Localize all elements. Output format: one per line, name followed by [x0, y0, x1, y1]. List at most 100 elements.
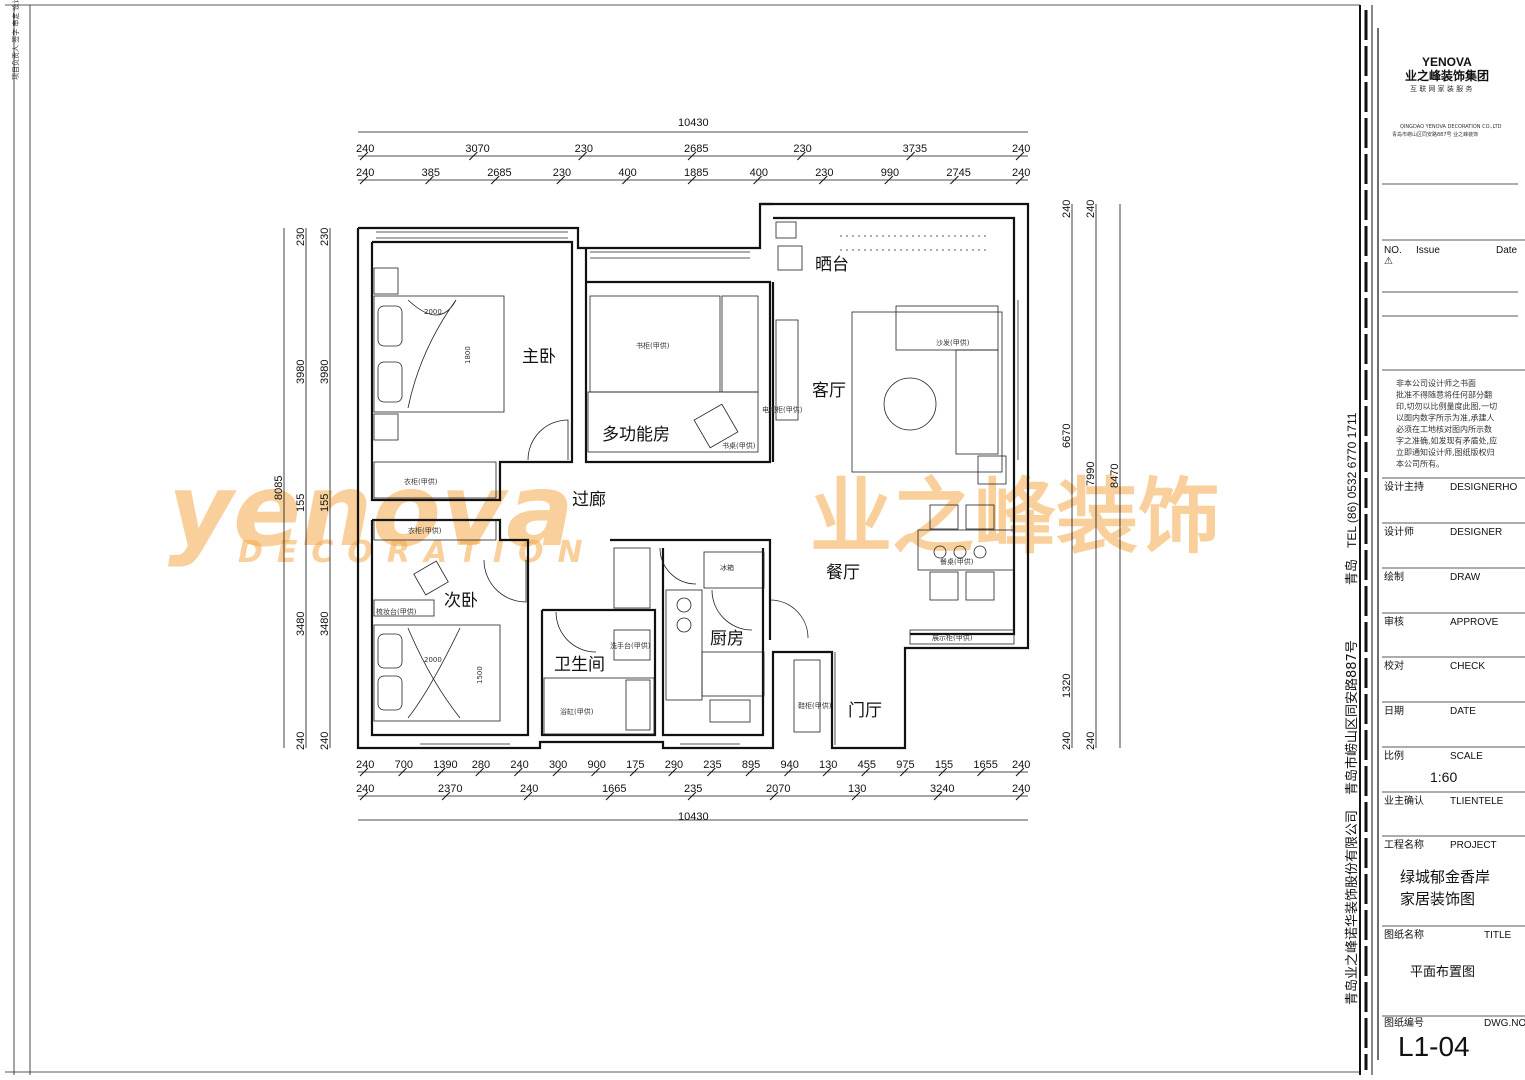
label-display-cabinet: 展示柜(甲供) [932, 633, 973, 642]
dim-label: 280 [472, 759, 490, 771]
dim-label: 155 [319, 494, 331, 512]
dim-label: 990 [881, 167, 899, 179]
label-dresser: 梳妆台(甲供) [376, 607, 417, 616]
dim-tick [578, 151, 588, 161]
dim-label: 1665 [602, 783, 626, 795]
dim-label: 155 [295, 494, 307, 512]
room-living: 客厅 [812, 381, 846, 401]
dim-label: 240 [319, 732, 331, 750]
dim-label: 385 [422, 167, 440, 179]
dim-tick [906, 151, 916, 161]
notice-line: 非本公司设计师之书面 [1396, 378, 1476, 388]
label-tv-cabinet: 电视柜(甲供) [762, 405, 803, 414]
windows [376, 231, 1019, 745]
room-foyer: 门厅 [848, 701, 882, 721]
dim-label: 130 [819, 759, 837, 771]
room-labels: 主卧 多功能房 晒台 客厅 过廊 次卧 餐厅 厨房 卫生间 门厅 [444, 255, 882, 721]
logo-cn: 业之峰装饰集团 [1405, 68, 1489, 83]
furniture-labels: 沙发(甲供) 餐桌(甲供) 衣柜(甲供) 衣柜(甲供) 书柜(甲供) 书桌(甲供… [376, 308, 974, 716]
dim-tick [556, 175, 566, 185]
title-row-label-en: APPROVE [1450, 617, 1499, 628]
dim-tick [475, 767, 485, 777]
dim-tick [591, 767, 600, 777]
dim-tick [899, 767, 909, 777]
title-row-label: 绘制 [1384, 570, 1404, 583]
title-row-label-en: DESIGNERHO [1450, 482, 1517, 493]
title-row-label: 审核 [1384, 615, 1404, 628]
furniture [373, 221, 1015, 735]
dim-tick [687, 175, 697, 185]
dim-tick [490, 175, 500, 185]
dim-tick [938, 767, 948, 777]
dim-tick [425, 175, 434, 185]
notice-line: 以图内数字所示为准,承建人 [1396, 413, 1495, 423]
title-row-label-en: PROJECT [1450, 840, 1497, 851]
dim-tick [977, 767, 986, 777]
dim-label: 230 [319, 228, 331, 246]
title-row-label-en: DRAW [1450, 572, 1481, 583]
drawing-frame: 项目负责人 签字 审定 设计 校对 [5, 0, 1373, 1075]
dim-tick [629, 767, 639, 777]
dim-tick [1015, 791, 1025, 801]
label-second-bed-height: 1500 [476, 666, 484, 684]
label-date: Date [1496, 245, 1518, 256]
dim-label: 230 [295, 228, 307, 246]
title-row-label: 工程名称 [1384, 838, 1424, 851]
notice-line: 字之准确,如发现有矛盾处,应 [1396, 436, 1497, 446]
dim-tick [441, 791, 451, 801]
label-shelf: 书柜(甲供) [636, 341, 670, 350]
title-label-cn: 图纸名称 [1384, 928, 1424, 941]
label-wardrobe-second: 衣柜(甲供) [408, 526, 442, 535]
dim-tick [1015, 175, 1025, 185]
room-corridor: 过廊 [572, 490, 606, 510]
label-issue: Issue [1416, 245, 1440, 256]
project-name-line2: 家居装饰图 [1400, 890, 1475, 908]
title-row-label: 设计师 [1384, 525, 1414, 538]
dim-tick [1015, 767, 1025, 777]
dim-tick [513, 767, 523, 777]
title-row-label: 校对 [1384, 659, 1404, 672]
dim-tick [359, 791, 369, 801]
title-row-label-en: SCALE [1450, 751, 1483, 762]
dim-label: 155 [935, 759, 953, 771]
dim-label: 975 [896, 759, 914, 771]
title-row-label: 设计主持 [1384, 480, 1424, 493]
company-en: QINGDAO YENOVA DECORATION CO.,LTD [1400, 124, 1502, 130]
dim-top-total: 10430 [678, 117, 709, 129]
dim-label: 895 [742, 759, 760, 771]
dim-label: 240 [1012, 167, 1030, 179]
room-kitchen: 厨房 [710, 629, 744, 649]
dim-tick [933, 791, 943, 801]
label-wardrobe-master: 衣柜(甲供) [404, 477, 438, 486]
dim-tick [706, 767, 716, 777]
notice-line: 批准不得随意将任何部分翻 [1396, 390, 1492, 400]
title-row-label-en: DESIGNER [1450, 527, 1502, 538]
dim-tick [851, 791, 861, 801]
dim-tick [552, 767, 562, 777]
dim-label: 240 [1012, 143, 1030, 155]
title-row-label-en: DATE [1450, 706, 1476, 717]
label-dining-table: 餐桌(甲供) [940, 557, 974, 566]
label-desk: 书桌(甲供) [722, 441, 756, 450]
dim-label: 1320 [1061, 674, 1073, 698]
dim-label: 230 [575, 143, 593, 155]
room-multi-function: 多功能房 [602, 425, 670, 445]
dim-label: 240 [356, 783, 374, 795]
dim-label: 240 [1061, 732, 1073, 750]
label-shoe-cabinet: 鞋柜(甲供) [798, 701, 832, 710]
dim-label: 940 [780, 759, 798, 771]
dim-label: 240 [1061, 200, 1073, 218]
title-row-label-en: TLIENTELE [1450, 796, 1504, 807]
label-second-bed-width: 2000 [424, 656, 442, 664]
dim-label: 230 [815, 167, 833, 179]
walls [356, 202, 1030, 750]
dim-label: 2370 [438, 783, 462, 795]
dim-label: 2745 [946, 167, 970, 179]
dim-label: 8470 [1109, 464, 1121, 488]
dim-label: 240 [356, 167, 374, 179]
title-row-label-en: CHECK [1450, 661, 1485, 672]
dim-tick [753, 175, 762, 185]
dim-tick [796, 151, 806, 161]
room-dining: 餐厅 [826, 563, 860, 583]
